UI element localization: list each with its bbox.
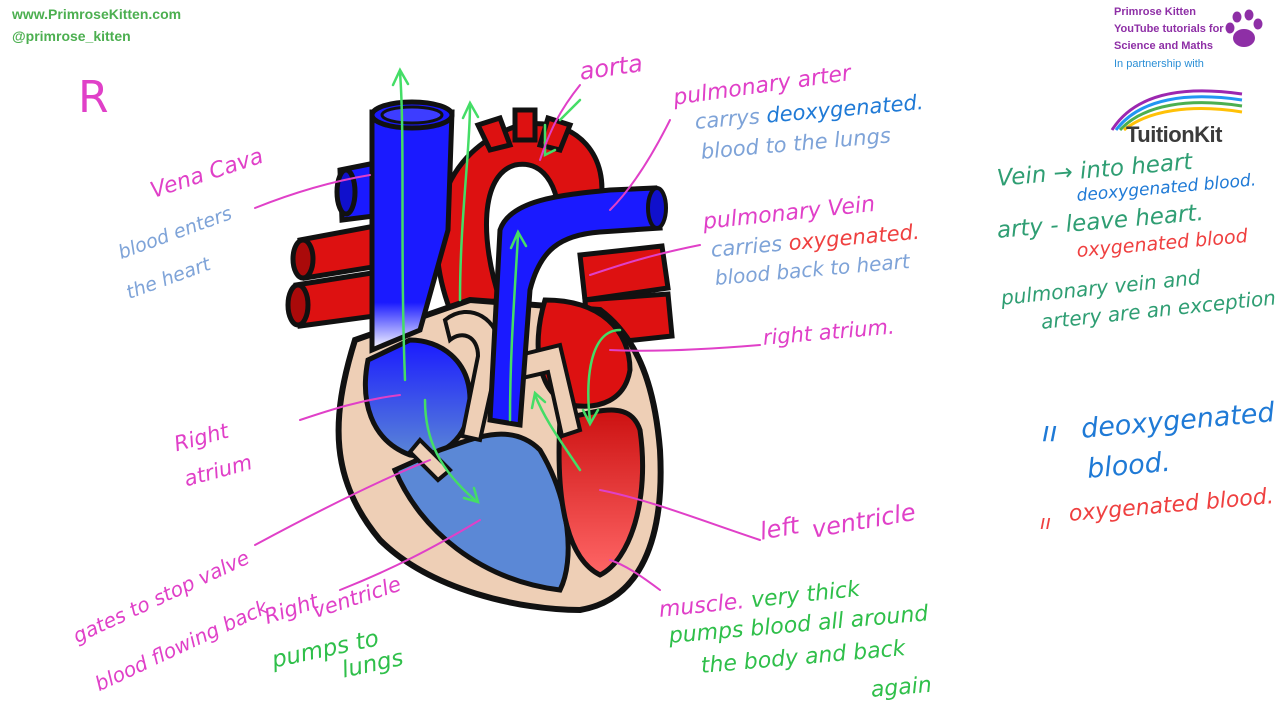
key-deox-2: blood. [1085,446,1172,485]
key-ox-symbol: ıı [1040,510,1052,534]
annotation-lines [254,84,761,591]
paw-icon [1225,9,1263,47]
social-handle: @primrose_kitten [12,28,131,44]
partner-text: In partnership with [1114,58,1204,70]
vena-cava [334,99,455,354]
brand-line-2: YouTube tutorials for [1114,23,1224,35]
label-left-ventricle-1: left [757,511,802,546]
r-mark: R [78,72,109,123]
right-red-vessels [577,243,675,348]
tuitionkit-swoosh-icon [1110,89,1243,132]
website-url[interactable]: www.PrimroseKitten.com [12,6,182,22]
blood-flow-arrows [391,67,622,504]
left-ventricle [556,407,646,578]
tuitionkit-logo-text: TuitionKit [1126,122,1223,147]
pumps-body-3: again [869,672,933,703]
brand-line-1: Primrose Kitten [1114,6,1196,18]
left-red-vessels [285,222,388,329]
key-deox-symbol: ıı [1042,415,1058,448]
brand-line-3: Science and Maths [1114,40,1214,52]
